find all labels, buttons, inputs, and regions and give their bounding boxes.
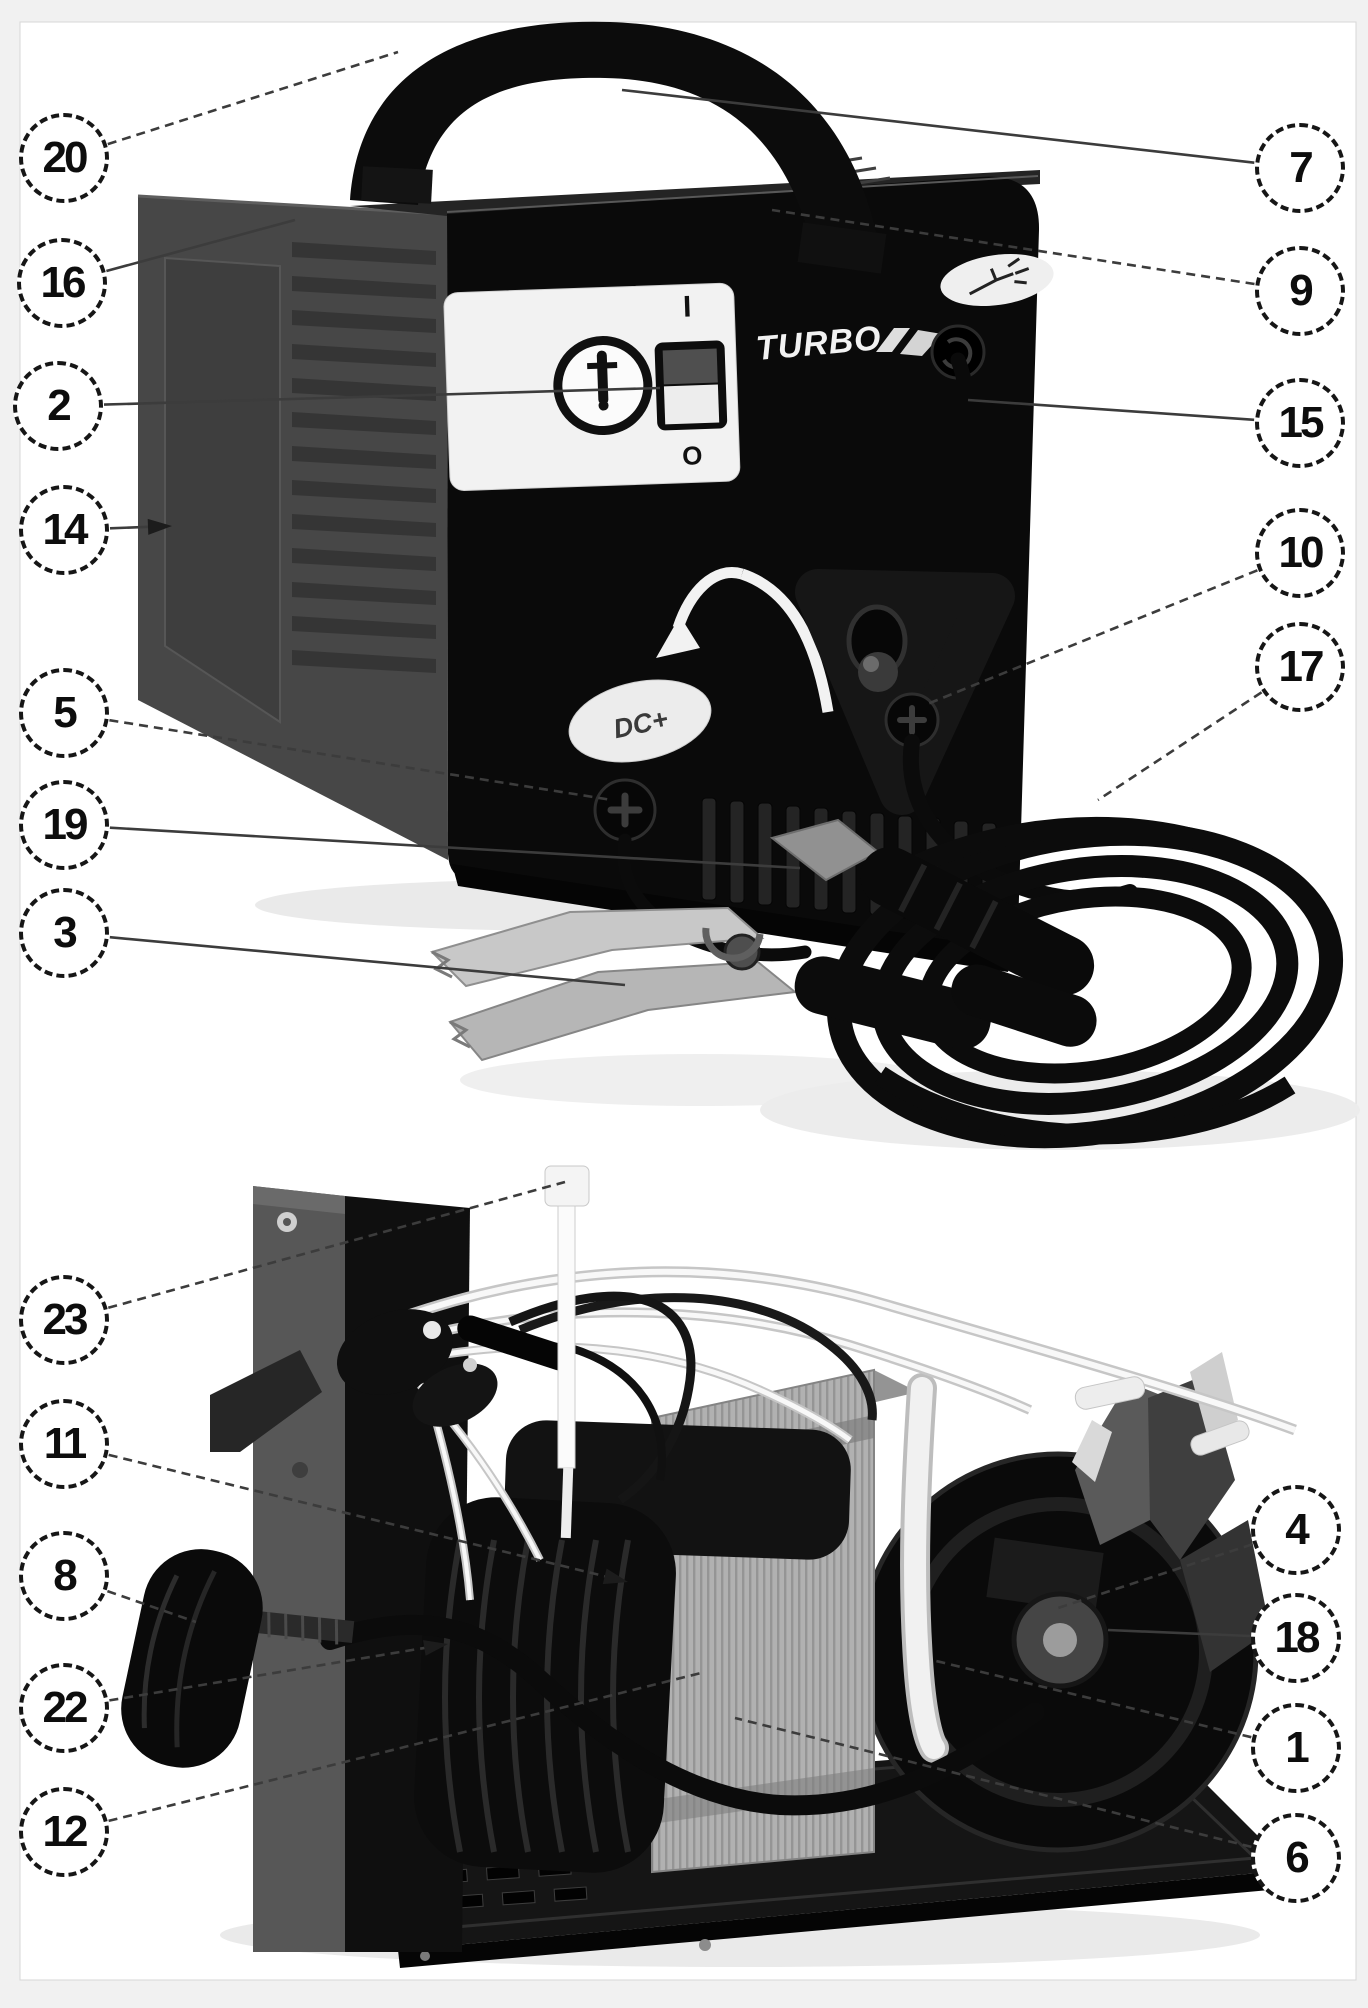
leader-line-9 — [771, 208, 1255, 286]
leader-line-4 — [1057, 1543, 1253, 1610]
callout-19: 19 — [19, 780, 109, 870]
dc-positive-badge: DC+ — [568, 679, 712, 763]
callout-17: 17 — [1255, 622, 1345, 712]
bracket-wing — [210, 1350, 322, 1452]
callout-3: 3 — [19, 888, 109, 978]
callout-18: 18 — [1251, 1593, 1341, 1683]
leader-line-7 — [621, 88, 1255, 164]
leader-line-12 — [108, 1670, 706, 1823]
wiring — [336, 1266, 1297, 1601]
callout-5: 5 — [19, 668, 109, 758]
power-on-label: I — [682, 290, 691, 323]
callout-12: 12 — [19, 1787, 109, 1877]
power-switch-plate: I O — [443, 282, 741, 491]
leader-arrowhead-14 — [147, 518, 172, 535]
capacitor — [904, 1377, 945, 1759]
callout-10: 10 — [1255, 508, 1345, 598]
leader-line-18 — [1107, 1628, 1251, 1638]
cable-gland-swirl — [942, 337, 973, 370]
leader-line-5 — [109, 718, 613, 802]
torch-icon — [968, 257, 1030, 296]
handle-base-right — [797, 222, 887, 274]
electrode-holder — [860, 846, 1095, 996]
leader-line-20 — [107, 50, 399, 146]
leader-line-3 — [109, 935, 626, 987]
callout-15: 15 — [1255, 378, 1345, 468]
current-adjust-knob[interactable] — [795, 569, 1015, 815]
figure-external-view: I O TURBO DC+ — [137, 21, 1360, 1150]
leader-line-1 — [931, 1658, 1252, 1739]
callout-20: 20 — [19, 113, 109, 203]
cable-tie — [544, 1165, 590, 1539]
callout-8: 8 — [19, 1531, 109, 1621]
callout-7: 7 — [1255, 123, 1345, 213]
leader-line-23 — [107, 1180, 566, 1310]
torch-badge — [940, 254, 1054, 306]
callout-11: 11 — [19, 1399, 109, 1489]
leader-line-17 — [1097, 691, 1263, 802]
leader-line-16 — [106, 218, 296, 273]
callout-6: 6 — [1251, 1813, 1341, 1903]
leader-line-6 — [734, 1716, 1252, 1849]
callout-22: 22 — [19, 1663, 109, 1753]
callout-4: 4 — [1251, 1485, 1341, 1575]
leader-line-11 — [108, 1453, 609, 1579]
callout-9: 9 — [1255, 246, 1345, 336]
side-panel-louvers — [292, 242, 436, 673]
figure-internal-view — [121, 1165, 1297, 1968]
leader-arrowhead-22 — [423, 1640, 448, 1656]
leader-line-19 — [109, 826, 801, 870]
callout-1: 1 — [1251, 1703, 1341, 1793]
leader-line-15 — [967, 398, 1255, 422]
fan-blades — [1072, 1352, 1270, 1672]
callout-16: 16 — [17, 238, 107, 328]
earth-clamp — [430, 906, 1097, 1062]
callout-23: 23 — [19, 1275, 109, 1365]
side-panel — [137, 194, 448, 860]
leader-line-14 — [109, 525, 153, 530]
leader-lines — [103, 50, 1263, 1849]
output-cable — [320, 1614, 1045, 1816]
welding-cables — [430, 734, 1344, 1149]
terminal-negative[interactable] — [884, 692, 940, 748]
leader-arrowhead-11 — [602, 1568, 628, 1585]
rotation-arrow — [656, 567, 834, 713]
power-off-label: O — [682, 440, 703, 471]
handle-base-left — [361, 166, 433, 204]
clamp-spring — [702, 927, 764, 962]
leader-line-8 — [106, 1589, 197, 1624]
leader-line-2 — [103, 386, 661, 406]
callout-2: 2 — [13, 361, 103, 451]
top-edge-highlight — [446, 175, 1039, 213]
adjustment-knob-rear — [121, 1549, 263, 1768]
motor-shaft-cap — [1043, 1623, 1077, 1657]
carry-handle — [350, 21, 880, 262]
leader-line-22 — [109, 1646, 429, 1702]
callout-14: 14 — [19, 485, 109, 575]
